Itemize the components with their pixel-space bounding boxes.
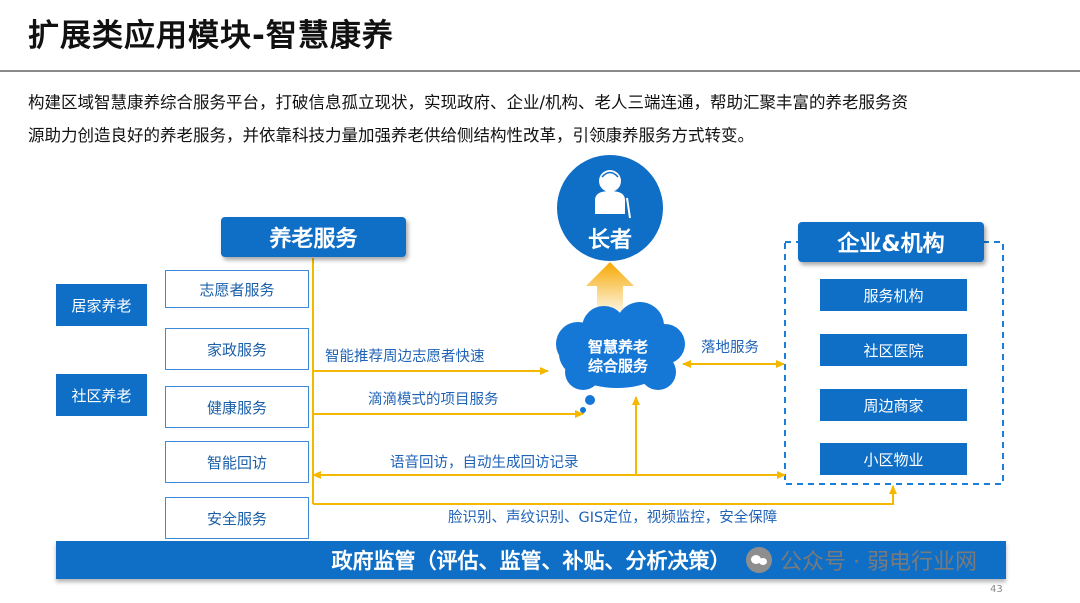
org-property-management: 小区物业	[820, 443, 967, 475]
intro-line-2: 源助力创造良好的养老服务，并依靠科技力量加强养老供给侧结构性改革，引领康养服务方…	[28, 126, 754, 145]
title-divider	[0, 70, 1080, 72]
flow-label-voice: 语音回访，自动生成回访记录	[390, 454, 579, 471]
flow-label-landing: 落地服务	[701, 339, 759, 356]
page-title: 扩展类应用模块-智慧康养	[28, 18, 394, 54]
category-community-care: 社区养老	[56, 374, 147, 416]
enterprise-header: 企业&机构	[798, 222, 984, 262]
page-number: 43	[990, 584, 1003, 595]
elder-services-header: 养老服务	[221, 217, 406, 257]
cloud-label-line-2: 综合服务	[587, 357, 648, 375]
org-community-hospital: 社区医院	[820, 334, 967, 366]
elderly-person-icon	[595, 170, 631, 219]
flow-label-security: 脸识别、声纹识别、GIS定位，视频监控，安全保障	[448, 509, 778, 526]
intro-line-1: 构建区域智慧康养综合服务平台，打破信息孤立现状，实现政府、企业/机构、老人三端连…	[28, 93, 909, 112]
service-smart-followup: 智能回访	[165, 441, 309, 483]
flow-label-didi: 滴滴模式的项目服务	[368, 391, 499, 408]
elder-label: 长者	[587, 228, 632, 253]
service-volunteer: 志愿者服务	[165, 270, 309, 308]
service-safety: 安全服务	[165, 497, 309, 539]
watermark: 公众号 · 弱电行业网	[746, 544, 977, 576]
wechat-icon	[746, 547, 772, 573]
category-home-care: 居家养老	[56, 284, 147, 326]
government-supervision-bar: 政府监管（评估、监管、补贴、分析决策）	[56, 541, 1006, 579]
service-housekeeping: 家政服务	[165, 328, 309, 370]
up-arrow	[586, 262, 634, 318]
watermark-text: 公众号 · 弱电行业网	[780, 550, 977, 575]
flow-label-volunteer: 智能推荐周边志愿者快速	[325, 348, 485, 365]
org-service-agency: 服务机构	[820, 279, 967, 311]
service-health: 健康服务	[165, 386, 309, 428]
flow-line-security	[313, 485, 897, 505]
cloud-label: 智慧养老 综合服务	[560, 338, 676, 376]
cloud-label-line-1: 智慧养老	[587, 338, 648, 356]
service-cloud	[556, 302, 685, 413]
intro-paragraph: 构建区域智慧康养综合服务平台，打破信息孤立现状，实现政府、企业/机构、老人三端连…	[28, 86, 1058, 152]
org-nearby-merchants: 周边商家	[820, 389, 967, 421]
